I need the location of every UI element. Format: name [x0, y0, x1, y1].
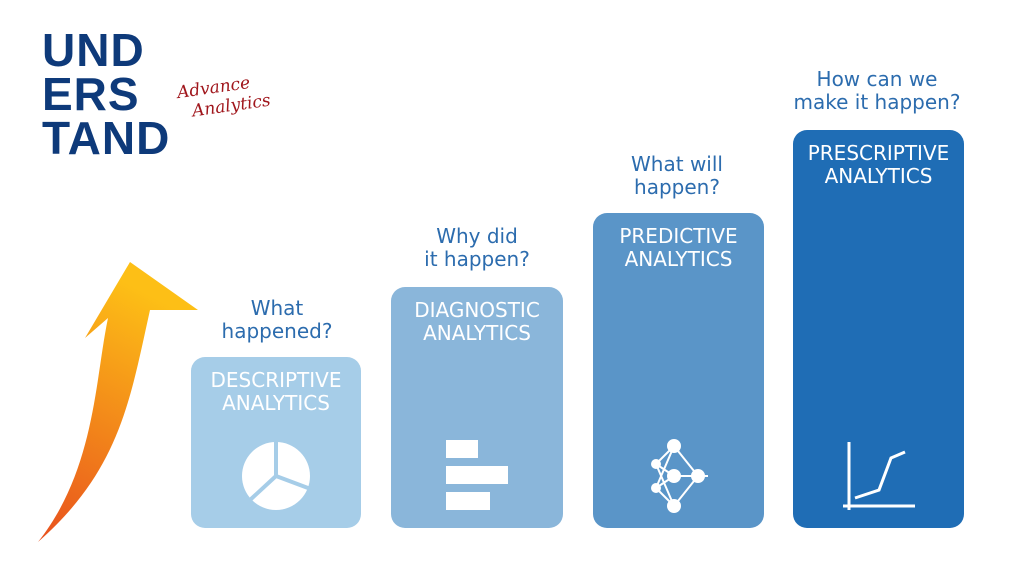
bar-chart-icon — [446, 440, 508, 510]
logo-line: UND — [42, 24, 145, 76]
logo-line: TAND — [42, 112, 171, 164]
line-graph-icon — [842, 442, 915, 510]
logo-line: ERS — [42, 68, 140, 120]
neural-network-icon — [650, 439, 708, 513]
logo: UND ERS TAND Advance Analytics — [42, 24, 272, 168]
growth-arrow-icon — [38, 262, 198, 542]
pie-chart-icon — [242, 442, 310, 510]
